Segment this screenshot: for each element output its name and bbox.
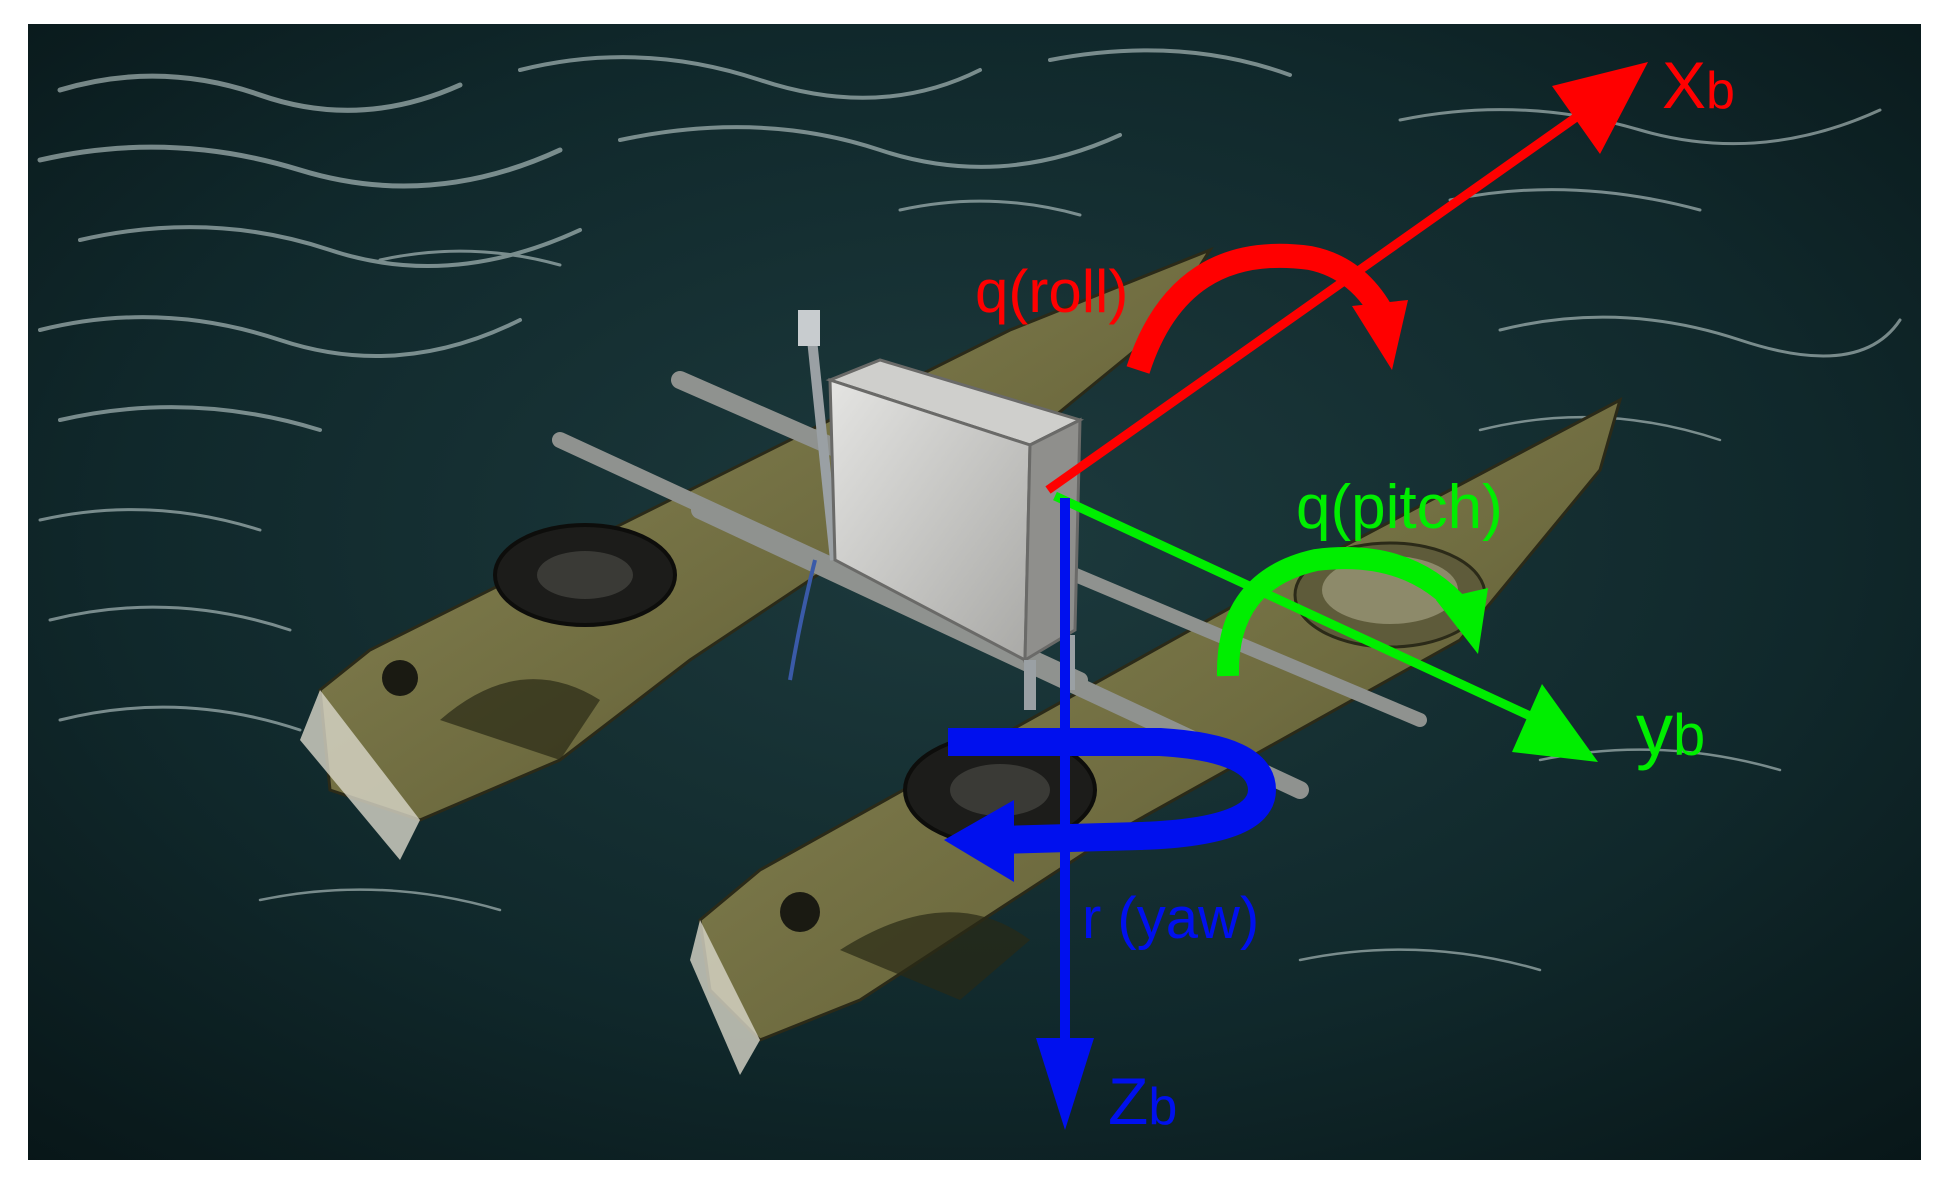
yaw-rotation: r (yaw) [944,728,1277,951]
roll-arrowhead [1352,300,1408,370]
x-axis-arrowhead [1552,62,1648,154]
z-axis-label: Zb [1108,1064,1177,1138]
pitch-arc [1216,547,1471,677]
yaw-arrowhead [944,800,1014,882]
y-axis: yb [1053,491,1705,771]
x-axis-line [1045,114,1578,494]
sensor-mast [788,310,840,681]
yaw-arc [948,728,1277,854]
roll-arc [1126,243,1397,374]
y-axis-label: yb [1636,688,1705,771]
roll-rotation: q(roll) [975,243,1408,374]
z-axis: Zb [1036,498,1177,1138]
yaw-label: r (yaw) [1082,886,1259,951]
roll-label: q(roll) [975,258,1128,325]
pitch-arrowhead [1436,588,1488,654]
y-axis-line [1053,491,1532,721]
pitch-rotation: q(pitch) [1216,473,1503,677]
x-axis-label: Xb [1662,48,1735,122]
z-axis-arrowhead [1036,1038,1094,1130]
y-axis-arrowhead [1512,684,1598,762]
pitch-label: q(pitch) [1296,473,1503,542]
x-axis: Xb [1045,48,1735,494]
